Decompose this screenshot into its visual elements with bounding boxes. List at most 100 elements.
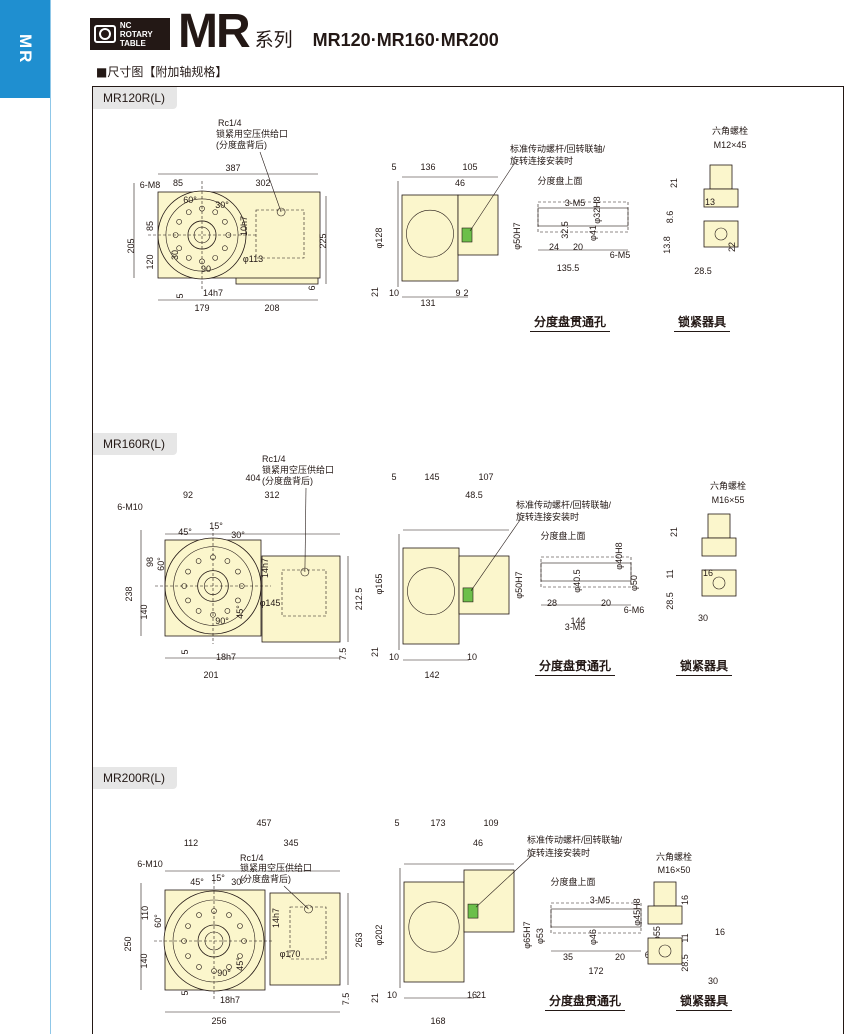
bore-dim-mr200rl-label-5: φ55 (652, 926, 662, 942)
air-port-label-mr160rl-2: (分度盘背后) (262, 475, 313, 486)
clamp-block-mr160rl (701, 537, 737, 557)
table-t-slot-mr120rl-10 (212, 209, 218, 215)
table-t-slot-mr120rl-2 (212, 255, 218, 261)
table-t-slot-mr200rl-1 (237, 953, 243, 959)
air-port-hole-mr120rl (276, 207, 286, 217)
housing-hidden-mr200rl (289, 906, 327, 960)
table-t-slot-mr160rl-5 (185, 597, 191, 604)
side-body-mr120rl (401, 194, 459, 282)
front-dim-mr200rl-label-8: 60° (153, 914, 163, 928)
side-note-mr160rl-1: 旋转连接安装时 (516, 511, 579, 522)
front-dim-mr200rl-label-18: 7.5 (341, 993, 351, 1006)
front-dim-mr160rl-label-9: 238 (124, 586, 134, 601)
housing-hidden-mr160rl (281, 569, 327, 617)
bore-hole-mr160rl (540, 562, 632, 582)
clamp-dim-mr200rl-label-2: 16 (680, 895, 690, 905)
table-t-slot-mr200rl-4 (196, 964, 202, 970)
front-dim-mr200rl-label-9: 250 (123, 936, 133, 951)
table-t-slot-mr200rl-11 (237, 923, 243, 929)
clamp-bolt-mr200rl (653, 881, 677, 907)
front-dim-mr120rl-label-4: 60° (183, 195, 197, 205)
front-dim-mr200rl-label-16: 18h7 (220, 995, 240, 1005)
clamp-plate-mr160rl (701, 569, 737, 597)
side-motor-mr160rl (458, 555, 510, 615)
bore-hole-mr200rl (550, 908, 642, 928)
front-dim-mr120rl-label-3: 6-M8 (140, 180, 161, 190)
bore-dim-mr160rl-label-8: 6-M6 (624, 605, 645, 615)
clamp-dim-mr200rl-label-4: 16 (715, 927, 725, 937)
bore-dim-mr200rl-label-1: 3-M5 (590, 895, 611, 905)
side-dim-mr160rl-label-5: 21 (370, 647, 380, 657)
front-dim-mr160rl-label-13: φ145 (260, 598, 281, 608)
side-motor-mr120rl (457, 194, 499, 256)
bore-dim-mr160rl-label-6: 20 (601, 598, 611, 608)
clamp-dim-mr120rl-label-1: M12×45 (714, 140, 747, 150)
bore-dim-mr120rl-label-1: 3-M5 (565, 198, 586, 208)
front-dim-mr200rl-label-6: 30° (231, 877, 245, 887)
front-dim-mr200rl-label-13: φ170 (280, 949, 301, 959)
side-note-mr200rl-0: 标准传动螺杆/回转联轴/ (527, 834, 623, 845)
side-body-mr200rl (403, 881, 465, 983)
front-dim-mr160rl-label-8: 60° (156, 557, 166, 571)
table-t-slot-mr160rl-7 (185, 568, 191, 575)
side-note-mr120rl-0: 标准传动螺杆/回转联轴/ (510, 143, 606, 154)
front-dim-mr160rl-label-1: 92 (183, 490, 193, 500)
bore-dim-mr160rl-label-9: 3-M5 (565, 622, 586, 632)
clamp-dim-mr120rl-label-7: 28.5 (694, 266, 712, 276)
front-dim-mr160rl-label-6: 30° (231, 530, 245, 540)
front-dim-mr160rl-label-15: 45° (235, 605, 245, 619)
front-dim-mr120rl-label-15: 5 (175, 293, 185, 298)
bore-dim-mr120rl-label-4: 32.5 (560, 221, 570, 239)
clamp-dim-mr120rl-label-5: 13.8 (662, 236, 672, 254)
clamp-bolt-mr160rl (707, 513, 731, 539)
front-dim-mr200rl-label-1: 112 (184, 838, 198, 848)
clamp-caption-mr160: 锁紧器具 (676, 657, 733, 676)
coupling-mark-mr160rl (462, 587, 474, 603)
bore-dim-mr120rl-label-8: 135.5 (557, 263, 580, 273)
clamp-dim-mr160rl-label-5: 28.5 (665, 592, 675, 610)
front-dim-mr120rl-label-18: 208 (264, 303, 279, 313)
front-dim-mr200rl-label-15: 45° (235, 957, 245, 971)
front-dim-mr200rl-label-10: 140 (139, 953, 149, 968)
front-dim-mr120rl-label-9: 225 (318, 233, 328, 248)
table-t-slot-mr120rl-4 (186, 255, 192, 261)
logo-text-line2: TABLE (119, 38, 146, 48)
bore-dim-mr200rl-label-4: φ53 (535, 928, 545, 944)
clamp-dim-mr120rl-label-6: 22 (727, 242, 737, 252)
front-dim-mr200rl-label-2: 345 (283, 838, 298, 848)
front-dim-mr120rl-label-14: 14h7 (203, 288, 223, 298)
table-t-slot-mr160rl-3 (210, 611, 216, 618)
front-dim-mr120rl-label-13: 90 (201, 264, 211, 274)
clamp-dim-mr160rl-label-1: M16×55 (712, 495, 745, 505)
front-dim-mr160rl-label-12: 212.5 (354, 588, 364, 611)
front-dim-mr120rl-label-16: 6 (307, 285, 317, 290)
page-subtitle: ■尺寸图【附加轴规格】 (96, 65, 228, 79)
clamp-dim-mr120rl-label-3: 8.6 (665, 211, 675, 224)
bore-dim-mr120rl-label-3: φ50H7 (512, 222, 522, 249)
side-dim-mr200rl-label-3: 46 (473, 838, 483, 848)
side-dim-mr200rl-label-8: 21 (476, 990, 486, 1000)
table-t-slot-mr120rl-8 (186, 209, 192, 215)
bore-dim-mr200rl-label-3: φ65H7 (522, 921, 532, 948)
clamp-dim-mr200rl-label-5: 28.5 (680, 954, 690, 972)
model-tag-mr200: MR200R(L) (93, 767, 178, 789)
bore-dim-mr160rl-label-1: φ40H8 (614, 542, 624, 569)
front-dim-mr120rl-label-11: φ113 (243, 254, 263, 264)
table-t-slot-mr160rl-0 (239, 583, 245, 589)
clamp-block-mr120rl (703, 188, 739, 208)
front-dim-mr160rl-label-11: 14h7 (260, 558, 270, 578)
page-header: NC ROTARY TABLE MR 系列 MR120·MR160·MR200 (90, 8, 499, 56)
front-dim-mr200rl-label-7: 110 (140, 906, 150, 920)
front-dim-mr200rl-label-17: 5 (180, 990, 190, 995)
side-dim-mr160rl-label-1: 145 (424, 472, 439, 482)
bore-dim-mr120rl-label-9: 6-M5 (610, 250, 631, 260)
side-dim-mr200rl-label-2: 109 (483, 818, 498, 828)
bore-dim-mr200rl-label-8: 20 (615, 952, 625, 962)
coupling-mark-mr200rl (467, 903, 479, 919)
front-housing-mr200rl (269, 892, 341, 986)
bore-dim-mr160rl-label-7: 144 (570, 616, 585, 626)
clamp-dim-mr160rl-label-4: 16 (703, 568, 713, 578)
front-dim-mr120rl-label-5: 30° (215, 200, 229, 210)
bore-dim-mr200rl-label-6: φ46 (588, 929, 598, 945)
front-dim-mr200rl-label-4: 45° (190, 877, 204, 887)
